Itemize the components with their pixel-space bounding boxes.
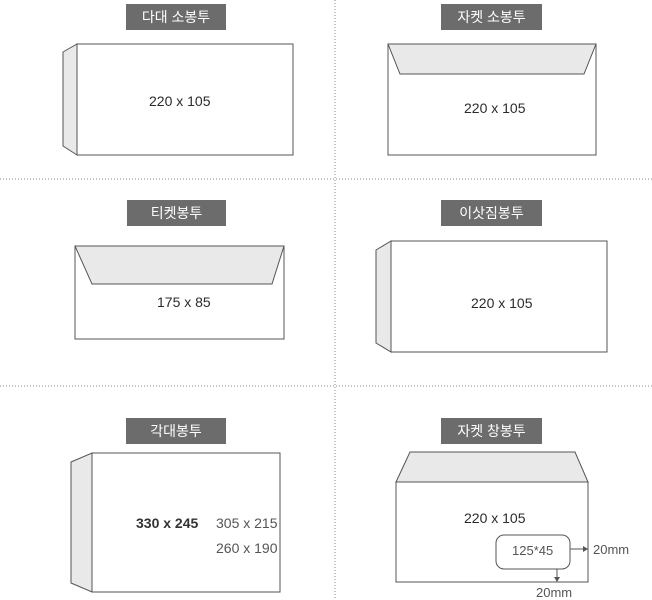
size-large-square-alt-1: 305 x 215: [216, 515, 278, 531]
label-dadae-small: 다대 소봉투: [126, 4, 226, 30]
window-size: 125*45: [512, 543, 554, 558]
envelope-moving: [375, 240, 608, 353]
size-jacket-small: 220 x 105: [464, 100, 526, 116]
label-jacket-small: 자켓 소봉투: [441, 4, 542, 30]
size-moving: 220 x 105: [471, 295, 533, 311]
dim-bottom: 20mm: [536, 585, 573, 600]
label-ticket: 티켓봉투: [127, 200, 226, 226]
envelope-jacket-window: [395, 451, 589, 583]
envelope-large-square: [70, 452, 281, 593]
envelope-ticket: [74, 245, 285, 340]
size-ticket: 175 x 85: [157, 294, 211, 310]
size-large-square: 330 x 245: [136, 515, 199, 531]
envelope-jacket-small: [387, 43, 597, 156]
window-cutout: [495, 534, 571, 570]
envelope-dadae-small: [62, 43, 294, 156]
label-jacket-window: 자켓 창봉투: [441, 418, 542, 444]
label-moving: 이삿짐봉투: [441, 200, 542, 226]
size-large-square-alt-2: 260 x 190: [216, 540, 278, 556]
size-dadae-small: 220 x 105: [149, 93, 211, 109]
dim-right: 20mm: [593, 542, 630, 557]
label-large-square: 각대봉투: [126, 418, 226, 444]
size-jacket-window: 220 x 105: [464, 510, 526, 526]
